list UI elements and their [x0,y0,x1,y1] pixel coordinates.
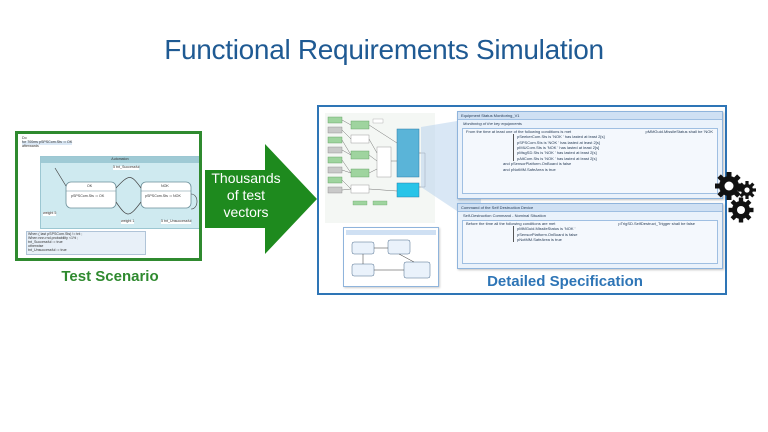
transition-label: weight 5 [43,211,57,216]
spec-when: Before the time all the following condit… [466,220,556,226]
code-line: tnt_Successful := true [28,239,63,244]
spec-card-subtitle: Monitoring of the key equipments [463,121,522,127]
state-nok [140,181,192,209]
spec-and: and pNotMM.SafeArea is true [503,166,556,172]
architecture-diagram [325,113,435,223]
right-arrow-icon [205,144,317,254]
state-action-ok: pSPSCom.Sts := OK [71,194,105,198]
spec-result: pTrigSD.SelfDestruct_Trigger shall be fa… [618,220,695,226]
transition-arrow [115,177,142,189]
spec-condition: pMMGuid.MissileStatus is 'NOK ' [517,226,576,232]
slide-title: Functional Requirements Simulation [164,34,604,65]
spec-condition: pNotMM.SafeArea is true [517,236,562,242]
test-scenario-label: Test Scenario [61,268,159,285]
spec-card-title: Command of the Self Destruction Device [458,204,722,213]
spec-condition: pMsgSD.Sts is 'NOK ' has lasted at least… [517,150,597,156]
transition-arrow [115,201,142,215]
code-line: afterwards [22,143,39,148]
spec-condition: pSPSCom.Sts is 'NOK ' has lasted at leas… [517,139,600,145]
spec-condition: pSeekerCom.Sts is 'NOK ' has lasted at l… [517,134,605,140]
spec-and: and pSensorPlatform.OnBoard is false [503,161,572,167]
spec-card-self-destruction: Command of the Self Destruction Device S… [457,203,723,269]
arrow-caption-line: vectors [223,204,269,220]
spec-conditions: pSeekerCom.Sts is 'NOK ' has lasted at l… [513,134,717,162]
spec-card-subtitle: Self-Destruction Command - Nominal Situa… [463,213,546,219]
automaton-diagram [54,167,198,215]
statechart-diagram [346,230,436,279]
spec-requirement-block: From the time at least one of the follow… [462,127,718,194]
spec-condition: pAltCom.Sts is 'NOK ' has lasted at leas… [517,155,597,161]
statechart-thumbnail [343,227,439,287]
transition-label: weight 1 [121,219,135,224]
transition-label: 5 tnt_Unsuccessful [161,219,192,224]
scenario-code-top: Do for 700ms pSPSCom.Sts := OK afterward… [22,136,73,149]
spec-when: From the time at least one of the follow… [466,128,572,134]
gears-icon [715,172,756,223]
arrow-caption-line: Thousands [211,170,281,186]
arrow-caption-line: of test [226,187,266,203]
initial-arrow [54,167,67,187]
transition-label: 5 tnt_Successful [113,165,140,170]
code-line: otherwise [28,243,44,248]
code-line: When ( last pSPSCom.Sts) != tnt ; [28,232,83,236]
code-line: for 700ms pSPSCom.Sts := OK [22,139,73,145]
spec-result: pMMGuid.MissileStatus shall be 'NOK [645,128,713,134]
state-action-nok: pSPSCom.Sts := NOK [145,194,181,198]
spec-card-equipment-status: Equipment Status Monitoring_V1 Monitorin… [457,111,723,199]
state-label-ok: OK [87,184,93,188]
code-line: When nnn.rnd.probability <1% ; [28,235,79,240]
automaton-panel: Automaton OK NOK pSPSCom.Sts := OK pSPSC… [40,156,199,229]
state-ok [65,181,117,209]
spec-requirement-block: Before the time all the following condit… [462,219,718,264]
state-label-nok: NOK [161,184,169,188]
spec-conditions: pMMGuid.MissileStatus is 'NOK ' pSensorP… [513,226,717,243]
code-line: Do [22,136,27,140]
test-scenario-thumbnail: Do for 700ms pSPSCom.Sts := OK afterward… [15,131,202,261]
automaton-title: Automaton [41,157,199,163]
detailed-specification-panel: Equipment Status Monitoring_V1 Monitorin… [317,105,727,295]
code-line: tnt_Unsuccessful := true [28,247,67,252]
spec-condition: pIMUCom.Sts is 'NOK ' has lasted at leas… [517,144,600,150]
detailed-specification-label: Detailed Specification [487,273,643,290]
spec-card-title: Equipment Status Monitoring_V1 [458,112,722,121]
spec-condition: pSensorPlatform.OnBoard is false [517,231,578,237]
arrow-caption: Thousands of test vectors [205,170,287,221]
scenario-code-bottom: When ( last pSPSCom.Sts) != tnt ; When n… [26,231,146,255]
